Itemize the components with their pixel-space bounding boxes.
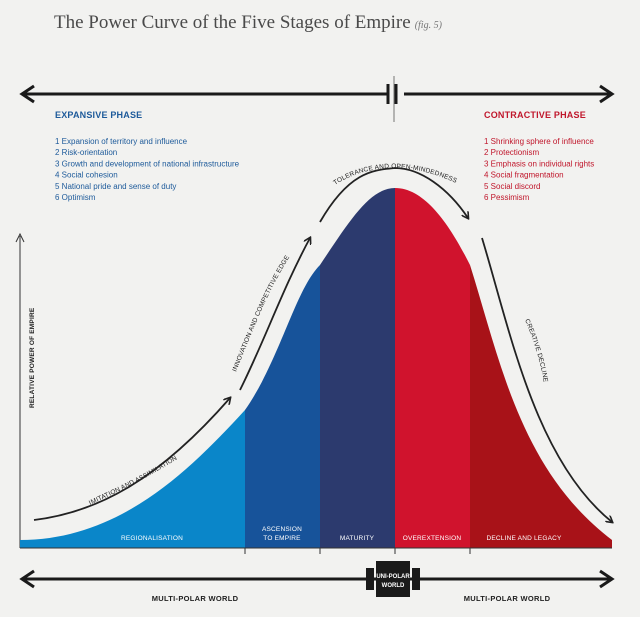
expansive-item: 4 Social cohesion bbox=[55, 171, 118, 180]
expansive-item: 6 Optimism bbox=[55, 193, 96, 202]
multi-polar-left-label: MULTI-POLAR WORLD bbox=[152, 594, 239, 603]
stage-bands bbox=[20, 188, 612, 548]
arc-arrow-tolerance bbox=[319, 167, 468, 223]
stage-dividers bbox=[244, 548, 471, 554]
contractive-item: 2 Protectionism bbox=[484, 148, 539, 157]
arc-label-decline: CREATIVE DECLINE bbox=[523, 318, 549, 383]
stage-label-decline: DECLINE AND LEGACY bbox=[486, 535, 562, 542]
contractive-item: 3 Emphasis on individual rights bbox=[484, 159, 594, 168]
uni-polar-box bbox=[376, 561, 410, 597]
expansive-phase-list: 1 Expansion of territory and influence 2 … bbox=[55, 137, 240, 202]
y-axis bbox=[15, 232, 25, 548]
stage-label-regionalisation: REGIONALISATION bbox=[121, 535, 183, 542]
uni-polar-label-line1: UNI-POLAR bbox=[376, 574, 410, 580]
y-axis-label: RELATIVE POWER OF EMPIRE bbox=[29, 307, 36, 408]
expansive-phase-heading: EXPANSIVE PHASE bbox=[55, 110, 142, 120]
arc-arrows bbox=[33, 167, 612, 522]
stage-labels: REGIONALISATION ASCENSION TO EMPIRE MATU… bbox=[121, 526, 562, 542]
stage-label-ascension-line1: ASCENSION bbox=[262, 526, 302, 533]
expansive-item: 2 Risk-orientation bbox=[55, 148, 117, 157]
contractive-phase-list: 1 Shrinking sphere of influence 2 Protect… bbox=[484, 137, 594, 202]
contractive-item: 4 Social fragmentation bbox=[484, 171, 564, 180]
contractive-item: 1 Shrinking sphere of influence bbox=[484, 137, 594, 146]
stage-band-ascension bbox=[245, 188, 320, 548]
expansive-item: 1 Expansion of territory and influence bbox=[55, 137, 188, 146]
stage-band-maturity bbox=[320, 188, 395, 548]
stage-label-ascension-line2: TO EMPIRE bbox=[263, 535, 301, 542]
contractive-item: 6 Pessimism bbox=[484, 193, 530, 202]
expansive-item: 3 Growth and development of national inf… bbox=[55, 159, 240, 168]
page-title: The Power Curve of the Five Stages of Em… bbox=[54, 12, 442, 34]
stage-band-overextension bbox=[395, 188, 470, 548]
arc-arrow-innovation bbox=[239, 238, 310, 391]
contractive-phase-heading: CONTRACTIVE PHASE bbox=[484, 110, 586, 120]
multi-polar-right-label: MULTI-POLAR WORLD bbox=[464, 594, 551, 603]
phase-divider-arrow bbox=[19, 76, 615, 122]
expansive-item: 5 National pride and sense of duty bbox=[55, 182, 176, 191]
contractive-item: 5 Social discord bbox=[484, 182, 540, 191]
stage-band-decline bbox=[470, 188, 612, 548]
title-main: The Power Curve of the Five Stages of Em… bbox=[54, 12, 411, 33]
stage-label-maturity: MATURITY bbox=[340, 535, 375, 542]
figure-number: (fig. 5) bbox=[414, 20, 442, 31]
uni-polar-label-line2: WORLD bbox=[382, 583, 405, 589]
stage-label-overextension: OVEREXTENSION bbox=[403, 535, 462, 542]
world-arrow bbox=[19, 561, 615, 597]
arc-arrow-imitation bbox=[33, 398, 230, 521]
arc-arrow-decline bbox=[481, 237, 612, 522]
